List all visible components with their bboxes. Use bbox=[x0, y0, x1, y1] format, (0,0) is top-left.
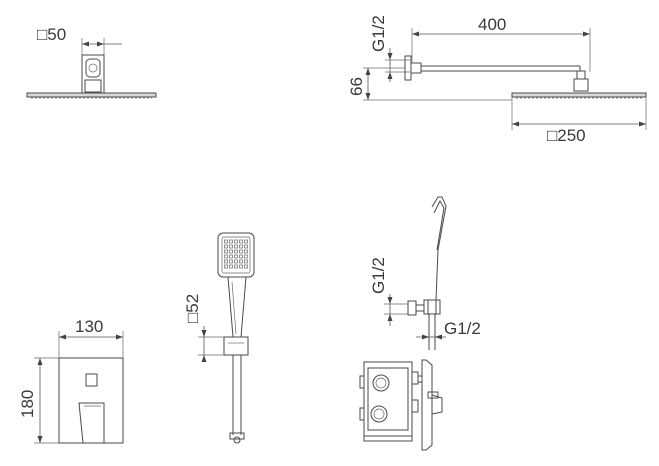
mixer-side-view: G1/2 G1/2 bbox=[359, 196, 481, 451]
nozzle bbox=[239, 249, 243, 254]
nozzle bbox=[239, 239, 243, 244]
nozzle bbox=[224, 264, 228, 269]
nozzle bbox=[244, 254, 248, 259]
nozzle bbox=[229, 264, 233, 269]
nozzle bbox=[234, 239, 238, 244]
plate-height-label: 180 bbox=[18, 390, 37, 418]
arm-thread-label: G1/2 bbox=[369, 15, 388, 52]
arm-height-label: 66 bbox=[347, 77, 366, 96]
hand-head-size-label: □52 bbox=[183, 294, 202, 323]
nozzle bbox=[224, 259, 228, 264]
wall-arm-side-view: 400 G1/2 66 □250 bbox=[347, 15, 647, 145]
nozzle bbox=[229, 249, 233, 254]
nozzle bbox=[244, 239, 248, 244]
nozzle bbox=[239, 264, 243, 269]
head-width-label: □50 bbox=[37, 25, 66, 44]
nozzle bbox=[234, 264, 238, 269]
nozzle bbox=[224, 254, 228, 259]
arm-length-label: 400 bbox=[478, 15, 506, 34]
nozzle bbox=[224, 239, 228, 244]
nozzle bbox=[244, 244, 248, 249]
spray-nozzle-grid bbox=[224, 239, 248, 269]
shower-head-front-view: □50 bbox=[26, 25, 157, 99]
nozzle bbox=[229, 244, 233, 249]
nozzle bbox=[244, 249, 248, 254]
nozzle bbox=[224, 249, 228, 254]
rain-head-size-label: □250 bbox=[547, 126, 586, 145]
nozzle bbox=[239, 244, 243, 249]
nozzle bbox=[224, 244, 228, 249]
nozzle bbox=[239, 254, 243, 259]
nozzle bbox=[229, 254, 233, 259]
nozzle bbox=[234, 259, 238, 264]
wall-plate-front-view: 130 180 bbox=[18, 317, 124, 444]
nozzle bbox=[229, 239, 233, 244]
nozzle bbox=[239, 259, 243, 264]
nozzle bbox=[234, 254, 238, 259]
outlet-thread-label: G1/2 bbox=[444, 319, 481, 338]
nozzle bbox=[244, 264, 248, 269]
nozzle bbox=[234, 249, 238, 254]
nozzle bbox=[229, 259, 233, 264]
nozzle bbox=[234, 244, 238, 249]
plate-width-label: 130 bbox=[75, 317, 103, 336]
nozzle bbox=[244, 259, 248, 264]
hand-shower-front-view: □52 bbox=[183, 232, 255, 444]
hand-thread-label: G1/2 bbox=[369, 257, 388, 294]
